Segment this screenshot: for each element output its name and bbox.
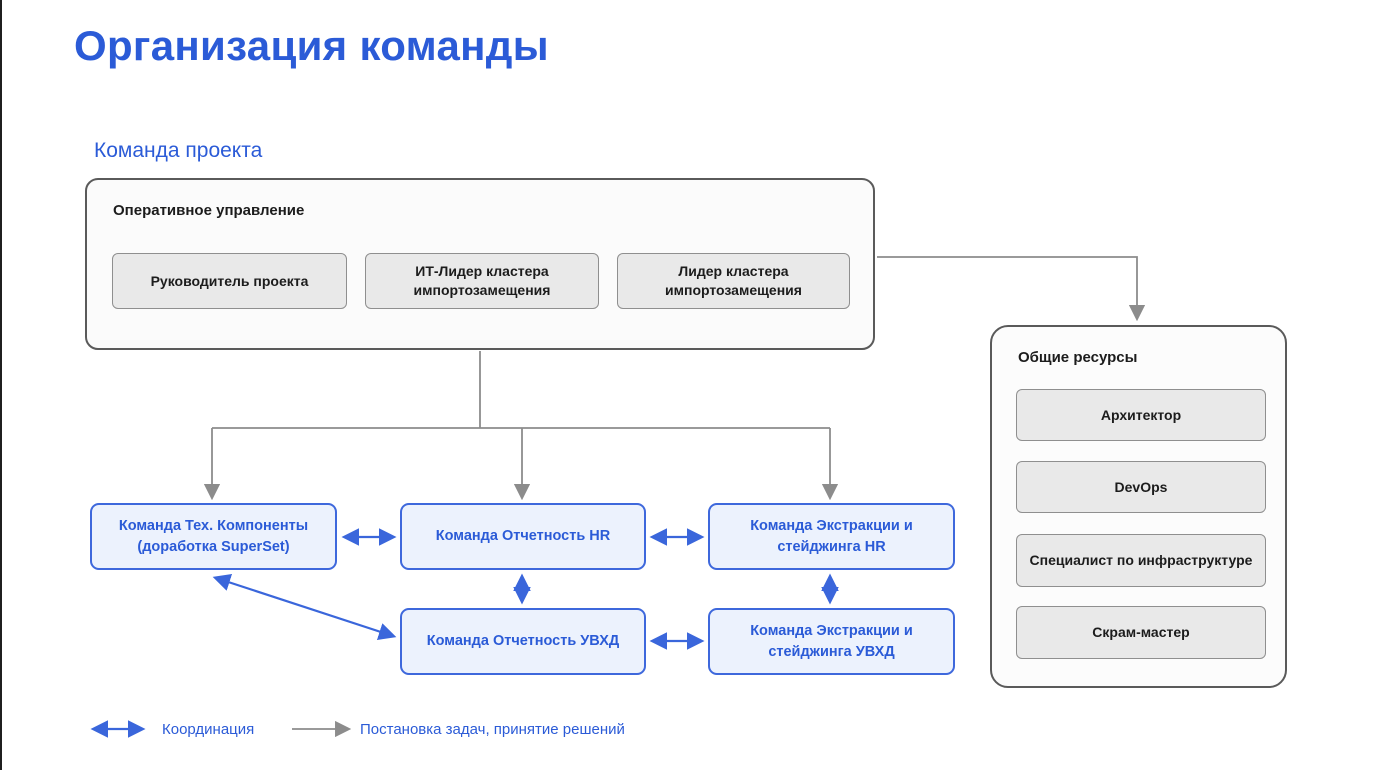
- page-title: Организация команды: [74, 22, 549, 69]
- project-team-label: Команда проекта: [94, 139, 263, 162]
- team-uvhd-extraction-staging: Команда Экстракции и стейджинга УВХД: [708, 608, 955, 675]
- slide-left-edge: [0, 0, 2, 770]
- team-tech-components: Команда Тех. Компоненты (доработка Super…: [90, 503, 337, 570]
- arrow-tree-trunk: [212, 351, 830, 429]
- shared-resources-title: Общие ресурсы: [1018, 349, 1138, 366]
- operational-management-group: Оперативное управление Руководитель прое…: [85, 178, 875, 350]
- role-project-manager: Руководитель проекта: [112, 253, 347, 309]
- resource-infrastructure-specialist: Специалист по инфраструктуре: [1016, 534, 1266, 587]
- arrow-to-shared-resources: [877, 256, 1146, 322]
- legend-tasks-label: Постановка задач, принятие решений: [360, 721, 625, 738]
- resource-devops: DevOps: [1016, 461, 1266, 513]
- operational-management-title: Оперативное управление: [113, 202, 305, 219]
- resource-architect: Архитектор: [1016, 389, 1266, 441]
- role-it-cluster-leader: ИТ-Лидер кластера импортозамещения: [365, 253, 599, 309]
- role-cluster-leader: Лидер кластера импортозамещения: [617, 253, 850, 309]
- legend-coordination-label: Координация: [162, 721, 255, 738]
- team-uvhd-reporting: Команда Отчетность УВХД: [400, 608, 646, 675]
- resource-scrum-master: Скрам-мастер: [1016, 606, 1266, 659]
- arrow-coord-tech-uvhdreport: [212, 574, 397, 640]
- team-hr-reporting: Команда Отчетность HR: [400, 503, 646, 570]
- team-hr-extraction-staging: Команда Экстракции и стейджинга HR: [708, 503, 955, 570]
- shared-resources-group: Общие ресурсы Архитектор DevOps Специали…: [990, 325, 1287, 688]
